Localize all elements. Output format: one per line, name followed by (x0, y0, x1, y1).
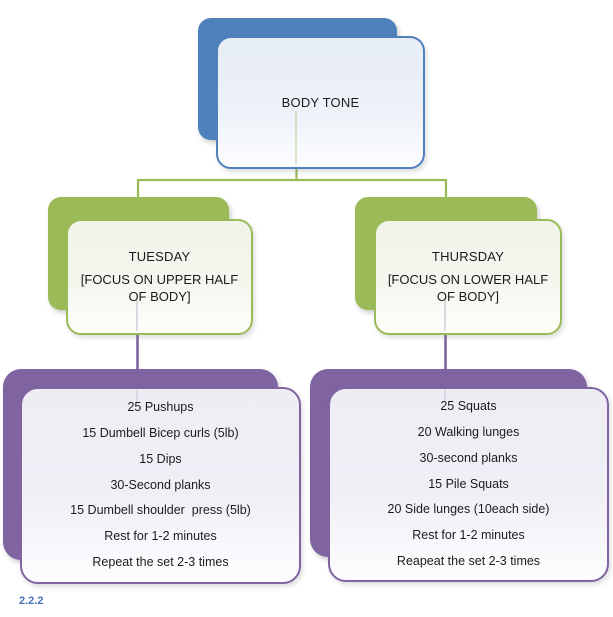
tuesday-node-box: TUESDAY [FOCUS ON UPPER HALF OF BODY] (66, 219, 253, 335)
connector-shadow-line (136, 300, 138, 331)
thursday-exercise-list: 25 Squats 20 Walking lunges 30-second pl… (387, 399, 550, 568)
root-node-box: BODY TONE (216, 36, 425, 169)
connector-shadow-line (444, 300, 446, 331)
thursday-node-subtitle: [FOCUS ON LOWER HALF OF BODY] (387, 272, 549, 304)
tuesday-node-title: TUESDAY (128, 249, 191, 264)
connector-shadow-line (444, 390, 446, 402)
thursday-node-title: THURSDAY (431, 249, 505, 264)
tuesday-node-subtitle: [FOCUS ON UPPER HALF OF BODY] (80, 272, 239, 304)
connector-shadow-line (136, 390, 138, 402)
tuesday-exercise-list: 25 Pushups 15 Dumbell Bicep curls (5lb) … (70, 400, 251, 569)
thursday-node-box: THURSDAY [FOCUS ON LOWER HALF OF BODY] (374, 219, 562, 335)
section-number-label: 2.2.2 (19, 595, 44, 607)
connector-root-to-days (136, 164, 448, 199)
thursday-plan-box: 25 Squats 20 Walking lunges 30-second pl… (328, 387, 609, 582)
connector-shadow-line (295, 111, 297, 164)
root-node-title: BODY TONE (281, 95, 360, 110)
tuesday-plan-box: 25 Pushups 15 Dumbell Bicep curls (5lb) … (20, 387, 301, 584)
